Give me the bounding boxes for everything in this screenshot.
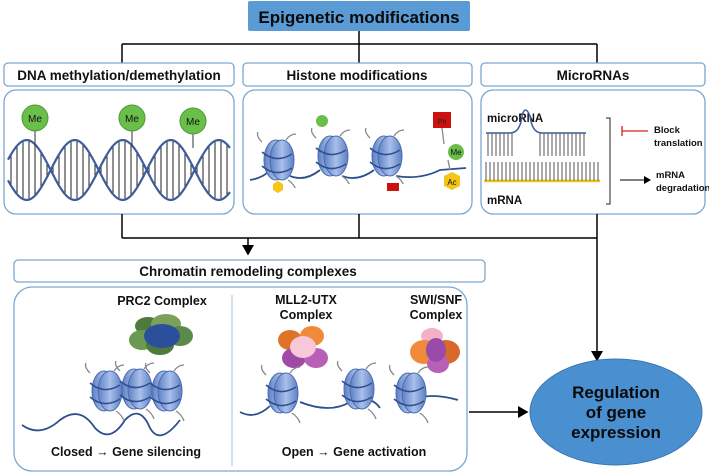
histone-header: Histone modifications <box>286 68 427 83</box>
phospho-label: Ph <box>438 119 447 126</box>
histone-methyl-free <box>316 115 328 127</box>
closed-label: Closed → Gene silencing <box>51 445 201 459</box>
page-title: Epigenetic modifications <box>258 8 459 27</box>
middle-connectors <box>121 214 603 418</box>
methyl-label: Me <box>450 148 462 157</box>
micro-header-box <box>480 62 706 87</box>
histone-header-box <box>242 62 473 87</box>
swi-label-2: Complex <box>410 308 463 322</box>
methyl-group-3: Me <box>179 107 207 148</box>
micro-header: MicroRNAs <box>557 68 630 83</box>
outcome-ellipse <box>529 358 703 466</box>
mrna-label: mRNA <box>487 195 522 207</box>
microrna-label: microRNA <box>487 113 543 125</box>
swi-snf-complex <box>410 328 460 373</box>
chromatin-header: Chromatin remodeling complexes <box>139 264 357 279</box>
deg-text-1: mRNA <box>656 170 685 181</box>
histone-phospho-small <box>387 183 399 191</box>
methyl-group-2: Me <box>118 104 146 146</box>
dna-base-pairs <box>10 140 228 200</box>
outcome-line-3: expression <box>571 423 661 442</box>
block-text-2: translation <box>654 138 703 149</box>
swi-label-1: SWI/SNF <box>410 293 462 307</box>
svg-text:Me: Me <box>125 114 139 125</box>
histone-acetyl-1 <box>273 181 283 193</box>
prc2-label: PRC2 Complex <box>117 294 207 308</box>
chromatin-header-box <box>13 259 486 283</box>
mll2-label-1: MLL2-UTX <box>275 293 337 307</box>
methyl-group-1: Me <box>21 104 49 148</box>
title-connectors <box>121 31 598 63</box>
title-box <box>248 1 470 31</box>
prc2-complex <box>129 314 193 355</box>
dna-strand-b <box>7 138 231 202</box>
dna-header-box <box>3 62 235 87</box>
mll2-complex <box>278 326 328 368</box>
dna-strand-a <box>7 138 231 202</box>
microrna-bases <box>487 133 585 156</box>
svg-text:Me: Me <box>28 114 42 125</box>
svg-text:Me: Me <box>186 117 200 128</box>
microrna-hairpin <box>486 109 586 134</box>
histone-panel <box>242 89 473 215</box>
outcome-line-1: Regulation <box>572 383 660 402</box>
dna-header: DNA methylation/demethylation <box>17 68 221 83</box>
outcome-line-2: of gene <box>586 403 646 422</box>
histone-mark-chain: Ph Me Ac <box>433 112 464 190</box>
open-label: Open → Gene activation <box>282 445 426 459</box>
closed-dna <box>21 412 181 437</box>
block-text-1: Block <box>654 125 681 136</box>
micro-bracket <box>606 117 611 205</box>
mll2-label-2: Complex <box>280 308 333 322</box>
mrna-bases <box>485 162 599 181</box>
histone-dna-linker <box>249 167 467 181</box>
chromatin-panel <box>13 286 468 472</box>
acetyl-label: Ac <box>447 178 456 187</box>
deg-text-2: degradation <box>656 183 709 194</box>
